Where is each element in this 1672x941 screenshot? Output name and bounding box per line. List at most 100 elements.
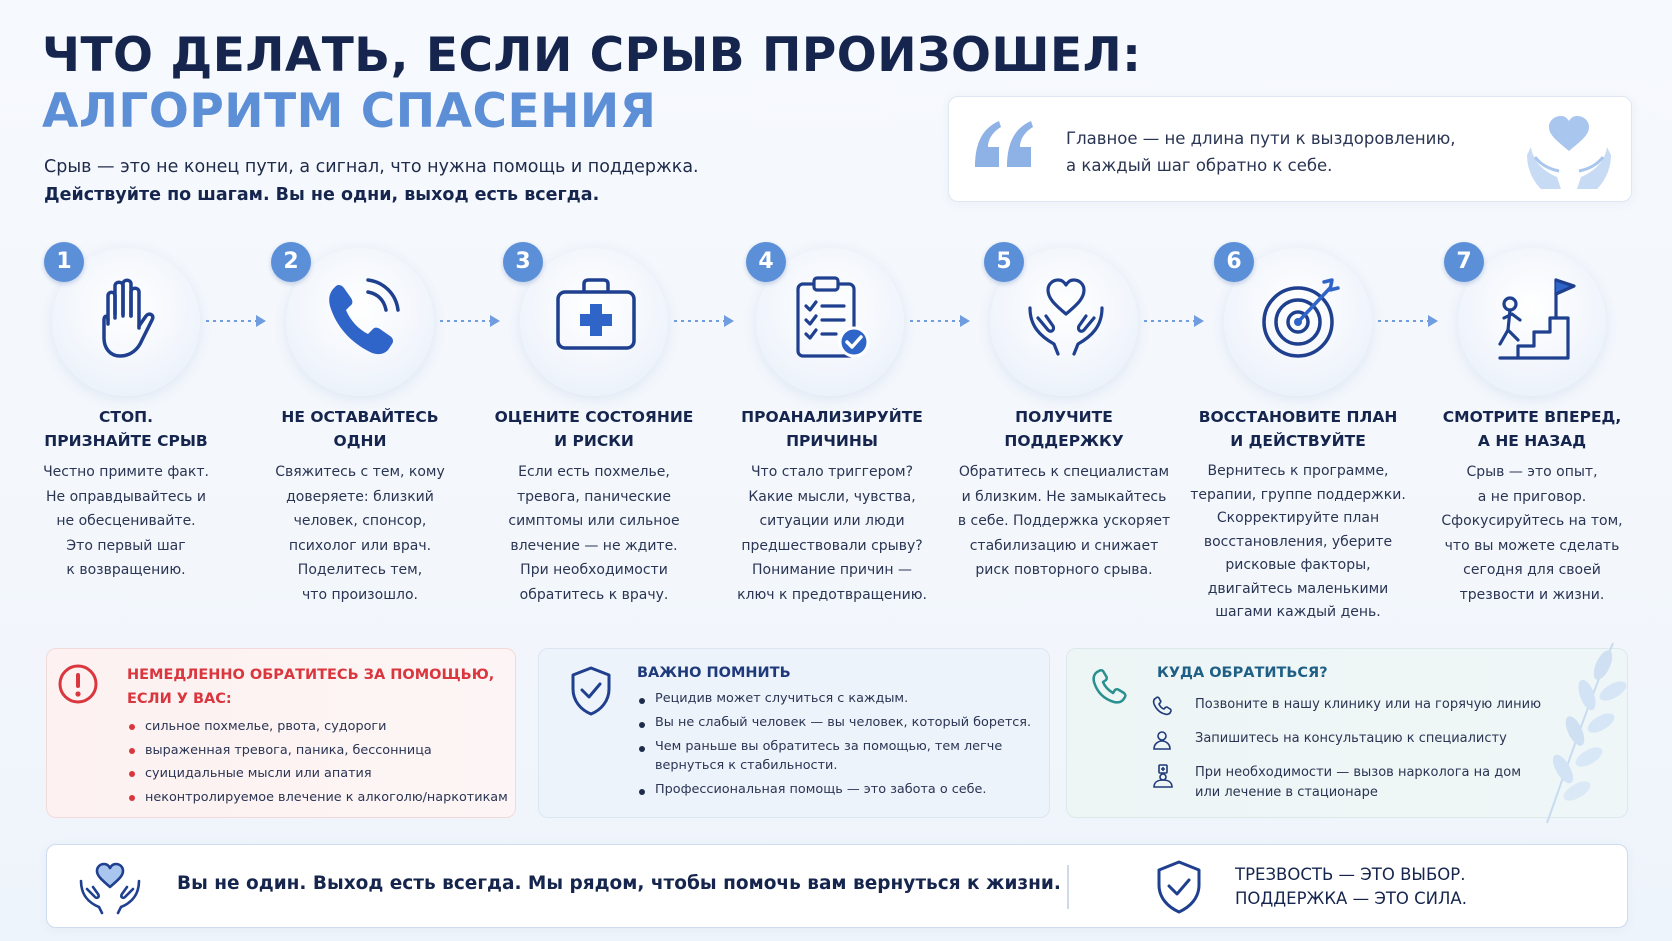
step-desc-line: симптомы или сильное <box>508 513 680 529</box>
step-title-line: ПРИЗНАЙТЕ СРЫВ <box>44 432 208 450</box>
contact-item[interactable]: Запишитесь на консультацию к специалисту <box>1153 729 1615 750</box>
leaf-branch-icon <box>1527 637 1627 831</box>
hands-heart-decor-icon <box>1521 107 1617 197</box>
step-desc-line: доверяете: близкий <box>286 488 434 505</box>
step-desc-line: обратитесь к врачу. <box>519 586 669 603</box>
step-desc-line: Срыв — это опыт, <box>1466 464 1598 480</box>
step-title-line: СМОТРИТЕ ВПЕРЕД, <box>1442 408 1622 426</box>
step-desc-line: Понимание причин — <box>752 562 912 578</box>
step-desc-line: трезвости и жизни. <box>1459 586 1605 603</box>
step-desc-line: ситуации или люди <box>759 513 905 529</box>
step-title-line: ПРОАНАЛИЗИРУЙТЕ <box>741 408 923 426</box>
stairs-flag-icon <box>1492 274 1578 368</box>
hands-heart-icon <box>77 859 143 919</box>
step-desc-line: ключ к предотвращению. <box>737 586 927 603</box>
step-title: ПРОАНАЛИЗИРУЙТЕ ПРИЧИНЫ <box>722 405 942 453</box>
step-desc-line: тревога, панические <box>516 488 672 505</box>
contact-item[interactable]: При необходимости — вызов нарколога на д… <box>1153 763 1535 803</box>
step-title-line: И РИСКИ <box>554 432 634 450</box>
contact-text: Запишитесь на консультацию к специалисту <box>1195 731 1507 746</box>
step-title: СТОП. ПРИЗНАЙТЕ СРЫВ <box>16 405 236 453</box>
step-desc-line: в себе. Поддержка ускоряет <box>957 513 1171 529</box>
step-description: Срыв — это опыт, а не приговор. Сфокусир… <box>1422 460 1642 607</box>
footer-banner: Вы не один. Выход есть всегда. Мы рядом,… <box>46 844 1628 928</box>
step-number-badge: 5 <box>984 242 1024 282</box>
step-desc-line: Свяжитесь с тем, кому <box>275 464 445 480</box>
step-description: Свяжитесь с тем, кому доверяете: близкий… <box>250 460 470 607</box>
list-item: сильное похмелье, рвота, судороги <box>127 715 508 739</box>
step-desc-line: Скорректируйте план <box>1216 510 1380 526</box>
first-aid-kit-icon <box>554 274 638 364</box>
step-desc-line: риск повторного срыва. <box>975 562 1153 578</box>
step-desc-line: и близким. Не замыкайтесь <box>961 488 1167 505</box>
step-desc-line: влечение — не ждите. <box>510 537 678 554</box>
contact-item[interactable]: Позвоните в нашу клинику или на горячую … <box>1152 695 1615 716</box>
step-desc-line: восстановления, уберите <box>1203 533 1393 550</box>
target-arrow-icon <box>1258 274 1344 366</box>
phone-icon <box>1151 695 1173 724</box>
contact-text: При необходимости — вызов нарколога на д… <box>1195 765 1522 800</box>
remember-panel: ВАЖНО ПОМНИТЬ Рецидив может случиться с … <box>538 648 1050 818</box>
step-desc-line: Сфокусируйтесь на том, <box>1441 513 1623 529</box>
step-circle <box>520 248 668 396</box>
stop-hand-icon <box>86 274 166 374</box>
step-desc-line: человек, спонсор, <box>293 513 427 529</box>
step-desc-line: а не приговор. <box>1477 488 1587 505</box>
step-desc-line: предшествовали срыву? <box>741 537 923 554</box>
step-title-line: ПОДДЕРЖКУ <box>1004 432 1124 450</box>
list-item: суицидальные мысли или апатия <box>127 762 508 786</box>
checklist-clipboard-icon <box>790 274 874 366</box>
step-desc-line: Поделитесь тем, <box>297 562 423 578</box>
step-title: ОЦЕНИТЕ СОСТОЯНИЕ И РИСКИ <box>484 405 704 453</box>
step-desc-line: Обратитесь к специалистам <box>958 464 1170 480</box>
list-item: выраженная тревога, паника, бессонница <box>127 739 508 763</box>
contacts-panel: КУДА ОБРАТИТЬСЯ? Позвоните в нашу клиник… <box>1066 642 1628 824</box>
footer-divider <box>1067 865 1069 909</box>
step-desc-line: что произошло. <box>302 586 418 603</box>
step-title: ВОССТАНОВИТЕ ПЛАН И ДЕЙСТВУЙТЕ <box>1188 405 1408 453</box>
step-title-line: НЕ ОСТАВАЙТЕСЬ <box>281 408 439 426</box>
list-item: Рецидив может случиться с каждым. <box>637 689 1037 708</box>
step-desc-line: двигайтесь маленькими <box>1207 580 1389 597</box>
step-arrow-icon <box>440 313 502 332</box>
step-desc-line: Не оправдывайтесь и <box>46 488 206 505</box>
page-title-accent: АЛГОРИТМ СПАСЕНИЯ <box>42 84 657 139</box>
user-icon <box>1151 729 1173 758</box>
step-desc-line: рисковые факторы, <box>1225 557 1371 573</box>
step-title-line: СТОП. <box>99 408 153 426</box>
quote-card: Главное — не длина пути к выздоровлению,… <box>948 96 1632 202</box>
step-arrow-icon <box>910 313 972 332</box>
step-circle <box>990 248 1138 396</box>
step-title-line: А НЕ НАЗАД <box>1477 432 1587 450</box>
slogan-line: ПОДДЕРЖКА — ЭТО СИЛА. <box>1235 889 1467 908</box>
footer-slogan: ТРЕЗВОСТЬ — ЭТО ВЫБОР. ПОДДЕРЖКА — ЭТО С… <box>1235 863 1467 911</box>
step-title: НЕ ОСТАВАЙТЕСЬ ОДНИ <box>250 405 470 453</box>
list-item: Чем раньше вы обратитесь за помощью, тем… <box>637 737 1005 775</box>
list-item: Вы не слабый человек — вы человек, котор… <box>637 713 1037 732</box>
step-desc-line: не обесценивайте. <box>56 513 196 529</box>
warning-circle-icon <box>57 663 99 709</box>
quote-mark-icon <box>971 115 1037 175</box>
urgent-help-panel: НЕМЕДЛЕННО ОБРАТИТЕСЬ ЗА ПОМОЩЬЮ, ЕСЛИ У… <box>46 648 516 818</box>
step-number-badge: 6 <box>1214 242 1254 282</box>
step-description: Если есть похмелье, тревога, панические … <box>484 460 704 607</box>
step-desc-line: к возвращению. <box>66 562 186 578</box>
hands-heart-icon <box>1024 274 1108 364</box>
step-number-badge: 3 <box>503 242 543 282</box>
step-description: Обратитесь к специалистам и близким. Не … <box>954 460 1174 583</box>
shield-check-icon <box>1155 859 1203 919</box>
step-title-line: ОДНИ <box>333 432 387 450</box>
step-description: Что стало триггером? Какие мысли, чувств… <box>722 460 942 607</box>
list-item: Профессиональная помощь — это забота о с… <box>637 780 1037 799</box>
page-title: ЧТО ДЕЛАТЬ, ЕСЛИ СРЫВ ПРОИЗОШЕЛ: <box>42 28 1142 83</box>
step-title-line: И ДЕЙСТВУЙТЕ <box>1230 432 1366 450</box>
step-title: ПОЛУЧИТЕ ПОДДЕРЖКУ <box>954 405 1174 453</box>
step-desc-line: шагами каждый день. <box>1215 604 1381 620</box>
slogan-line: ТРЕЗВОСТЬ — ЭТО ВЫБОР. <box>1235 865 1466 884</box>
step-desc-line: Честно примите факт. <box>43 464 209 480</box>
step-desc-line: стабилизацию и снижает <box>969 537 1159 554</box>
step-circle <box>286 248 434 396</box>
list-item: неконтролируемое влечение к алкоголю/нар… <box>127 786 508 810</box>
step-number-badge: 4 <box>746 242 786 282</box>
quote-line: а каждый шаг обратно к себе. <box>1066 156 1333 175</box>
